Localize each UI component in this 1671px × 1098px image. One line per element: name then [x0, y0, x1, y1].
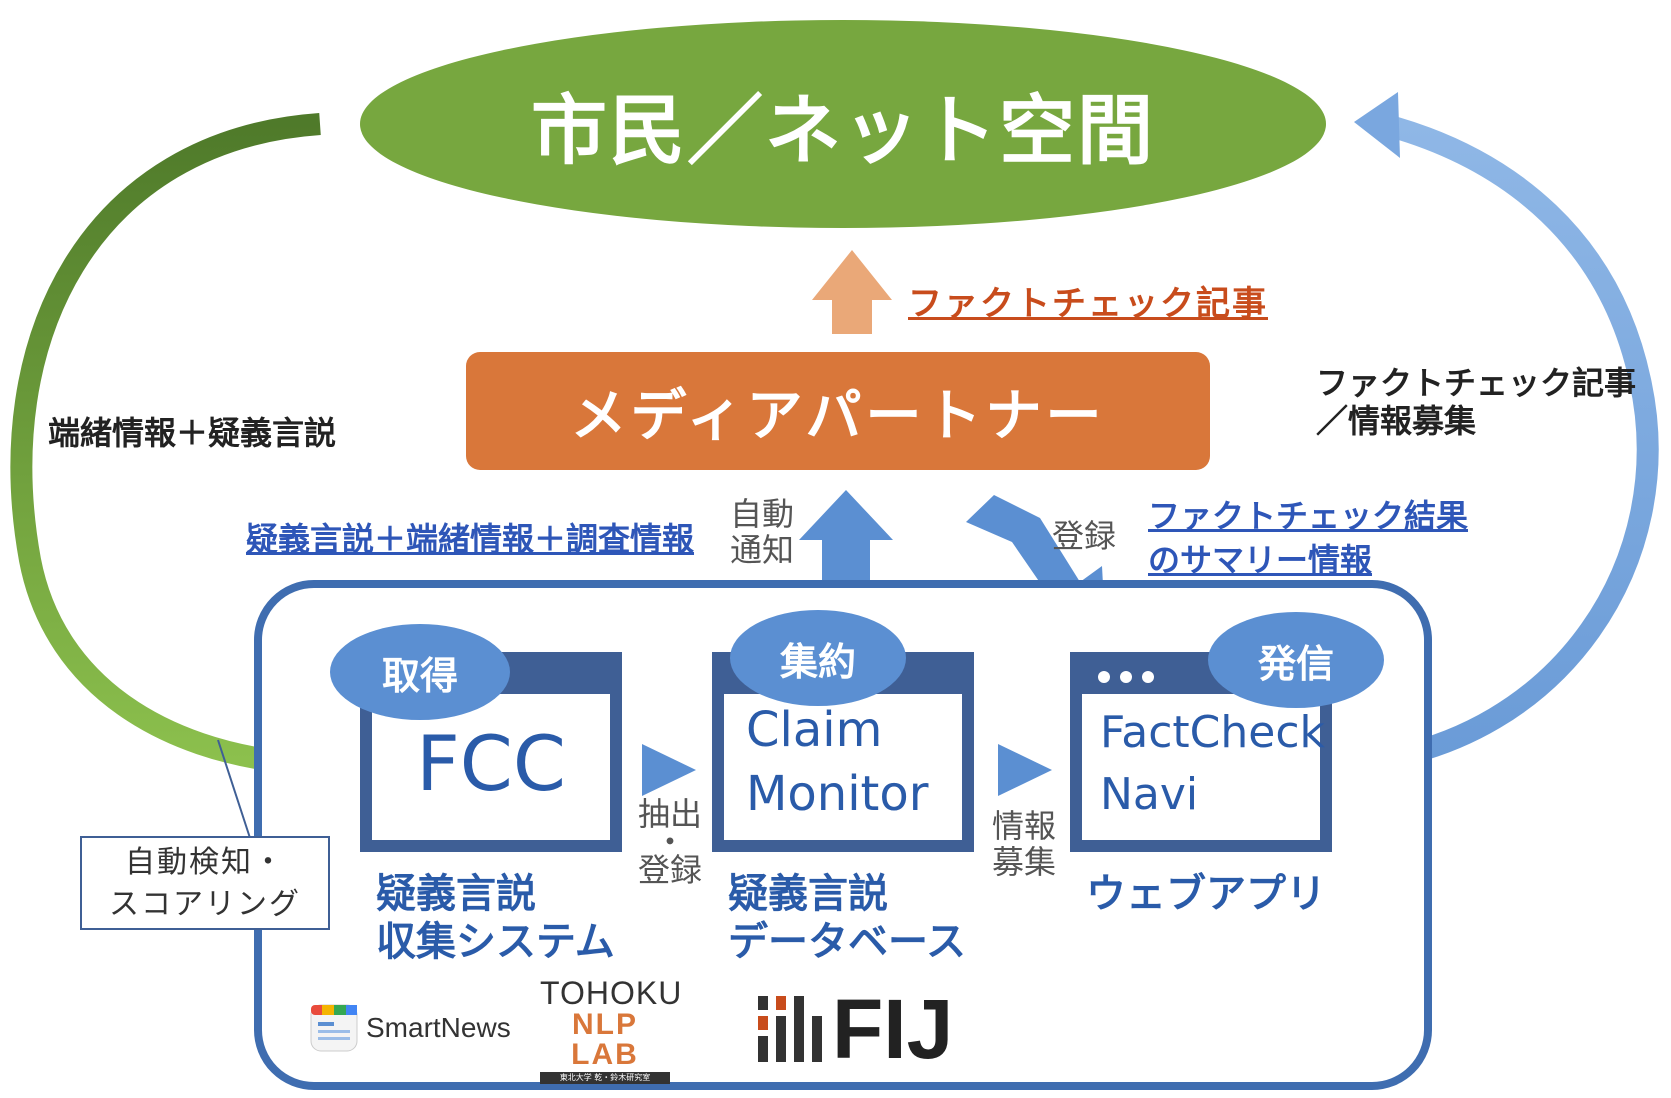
claim-monitor-title: Claim Monitor — [724, 694, 962, 826]
smartnews-logo: SmartNews — [310, 1004, 511, 1052]
publish-badge: 発信 — [1208, 612, 1384, 708]
smartnews-icon — [310, 1004, 358, 1052]
right-curved-arrowhead — [1354, 92, 1400, 158]
media-partner-label: メディアパートナー — [570, 383, 1106, 449]
aggregate-badge: 集約 — [730, 610, 906, 706]
flow-arrow-2-icon — [998, 744, 1052, 796]
fij-logo: FIJ — [756, 982, 954, 1076]
article-up-arrow — [812, 250, 892, 334]
left-curved-arrow — [10, 113, 321, 773]
fcc-title: FCC — [416, 719, 566, 808]
auto-detect-line1: 自動検知・ — [125, 845, 285, 880]
tohoku-subtext: 東北大学 乾・鈴木研究室 — [540, 1072, 670, 1084]
factcheck-navi-line2: Navi — [1100, 769, 1199, 820]
claim-monitor-caption-line2: データベース — [728, 919, 966, 965]
info-recruit-label: 情報 募集 — [992, 808, 1056, 880]
claim-monitor-line1: Claim — [746, 702, 883, 758]
right-arrow-label: ファクトチェック記事 ／情報募集 — [1316, 364, 1636, 440]
claim-monitor-caption: 疑義言説 データベース — [728, 870, 966, 966]
auto-detect-box: 自動検知・ スコアリング — [80, 836, 330, 930]
auto-notify-line1: 自動 — [730, 495, 795, 533]
register-flow-label: 登録 — [638, 851, 703, 889]
auto-notify-line2: 通知 — [730, 531, 795, 569]
fact-check-article-link[interactable]: ファクトチェック記事 — [908, 284, 1268, 324]
fij-bars-icon — [758, 996, 822, 1062]
fcc-caption: 疑義言説 収集システム — [376, 870, 615, 966]
nlp-lab-wordmark: NLP LAB — [571, 1008, 639, 1071]
citizen-net-space-node: 市民／ネット空間 — [360, 20, 1326, 228]
tohoku-wordmark: TOHOKU — [540, 975, 683, 1011]
summary-link-line2[interactable]: のサマリー情報 — [1148, 541, 1373, 579]
aggregate-badge-label: 集約 — [779, 639, 856, 684]
claim-info-link[interactable]: 疑義言説＋端緒情報＋調査情報 — [246, 520, 695, 558]
auto-detect-pointer — [217, 739, 251, 839]
publish-badge-label: 発信 — [1257, 641, 1334, 686]
smartnews-wordmark: SmartNews — [366, 1012, 511, 1043]
auto-detect-line2: スコアリング — [109, 887, 301, 922]
summary-link-line1[interactable]: ファクトチェック結果 — [1148, 497, 1469, 535]
fcc-caption-line1: 疑義言説 — [376, 871, 536, 917]
factcheck-navi-line1: FactCheck — [1100, 707, 1326, 758]
right-curved-arrow — [1360, 115, 1659, 773]
window-dots-icon — [1098, 668, 1164, 687]
factcheck-navi-title: FactCheck Navi — [1082, 694, 1326, 826]
register-label: 登録 — [1052, 517, 1117, 555]
tohoku-nlp-lab-logo: TOHOKU NLP LAB 東北大学 乾・鈴木研究室 — [540, 975, 683, 1084]
webapp-caption: ウェブアプリ — [1086, 871, 1326, 917]
auto-notify-label: 自動 通知 — [730, 496, 794, 568]
right-arrow-label-line1: ファクトチェック記事 — [1316, 364, 1637, 402]
right-arrow-label-line2: ／情報募集 — [1316, 402, 1477, 440]
media-partner-box: メディアパートナー — [466, 352, 1210, 470]
claim-monitor-line2: Monitor — [746, 766, 929, 822]
notify-up-arrow — [799, 490, 893, 605]
extract-dot: ・ — [654, 823, 687, 861]
citizen-net-space-label: 市民／ネット空間 — [531, 86, 1155, 175]
left-arrow-label: 端緒情報＋疑義言説 — [48, 414, 337, 452]
fij-wordmark: FIJ — [832, 982, 954, 1076]
info-label: 情報 — [992, 807, 1057, 845]
flow-arrow-1-icon — [642, 744, 696, 796]
extract-register-label: 抽出 ・ 登録 — [638, 795, 703, 889]
claim-monitor-caption-line1: 疑義言説 — [728, 871, 888, 917]
acquire-badge: 取得 — [330, 624, 510, 720]
fcc-caption-line2: 収集システム — [376, 919, 615, 965]
fact-check-summary-link[interactable]: ファクトチェック結果 のサマリー情報 — [1148, 494, 1468, 582]
recruit-label: 募集 — [992, 843, 1057, 881]
extract-label: 抽出 — [638, 795, 703, 833]
acquire-badge-label: 取得 — [381, 653, 458, 698]
